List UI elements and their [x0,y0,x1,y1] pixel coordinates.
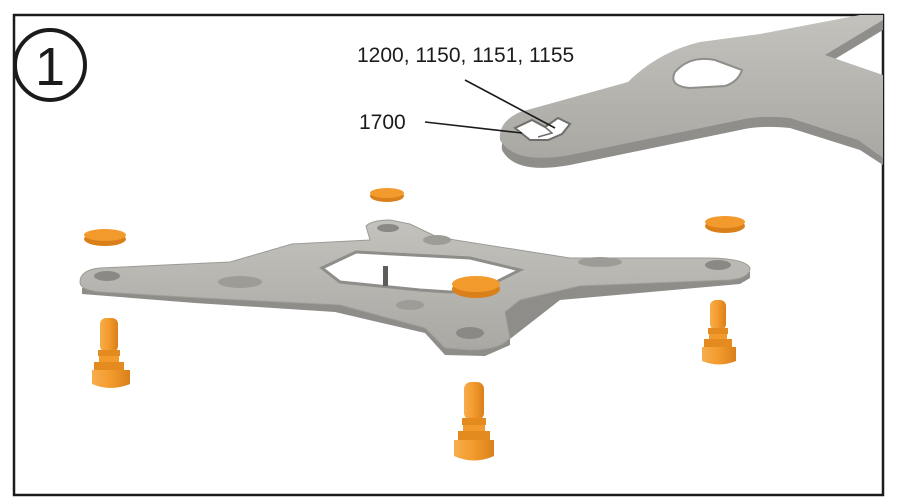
backplate-hole-right [705,260,731,270]
standoff-center [454,382,494,461]
backplate-hole-left [94,271,120,281]
standoff-right [702,300,736,365]
washer-center [452,276,500,298]
washer-right [705,216,745,233]
standoff-left [92,318,130,388]
backplate [80,220,750,356]
washer-top-center [370,188,404,202]
step-number: 1 [13,30,87,104]
callout-socket-1700: 1700 [359,111,406,135]
callout-intel-sockets: 1200, 1150, 1151, 1155 [357,44,574,68]
backplate-hole-top [377,224,399,232]
mounting-tool [500,15,883,168]
washer-left [84,229,126,246]
backplate-hole-bottom [456,327,484,339]
